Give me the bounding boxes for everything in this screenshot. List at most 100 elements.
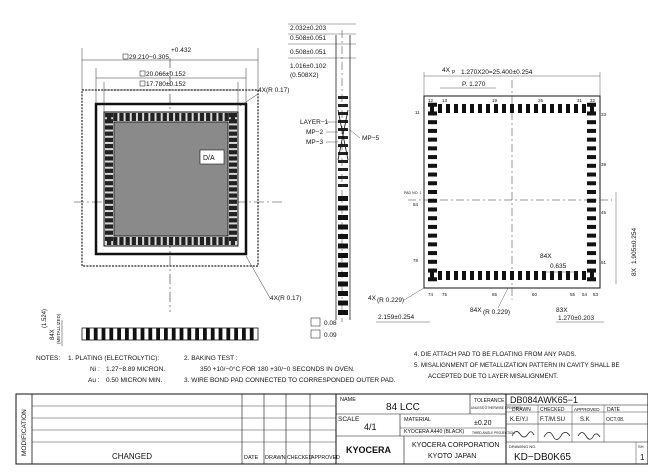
outer-pad: [566, 271, 570, 280]
side-pad: [338, 243, 348, 249]
corner-radius-bottom: 4X(R 0.17): [270, 295, 301, 302]
side-dim-2: 0.508±0.051: [290, 35, 326, 42]
outer-pad: [428, 102, 437, 107]
hdr-checked: CHECKED: [540, 407, 565, 413]
layer-band: [338, 160, 348, 163]
outer-pad: [550, 271, 554, 280]
bond-pad: [193, 113, 198, 121]
scale-label: SCALE: [338, 416, 360, 423]
hdr-drawn: DRAWN: [512, 407, 531, 413]
projection-label: THIRD ANGLE PROJECTION: [472, 431, 515, 435]
outer-pad: [502, 271, 506, 280]
notes-section: NOTES: 1. PLATING (ELECTROLYTIC): Ni : 1…: [36, 351, 620, 384]
outer-pad: [587, 111, 596, 116]
bond-pad: [229, 199, 237, 204]
bond-pad: [187, 237, 192, 245]
signature-3: [577, 432, 601, 440]
via-line: [337, 109, 349, 161]
hdr-date: DATE: [607, 407, 621, 413]
outer-pad: [428, 268, 437, 273]
layer-band: [338, 120, 348, 123]
bond-pad: [229, 187, 237, 192]
pin-54: 54: [582, 292, 588, 297]
outer-pad: [587, 128, 596, 133]
bond-pad: [229, 162, 237, 167]
pin-33: 33: [601, 112, 607, 117]
drawing-no: KD−DB0K65: [514, 452, 571, 463]
outer-pad: [428, 259, 437, 264]
outer-pad: [587, 155, 596, 160]
bond-pad: [125, 113, 130, 121]
bond-pad: [150, 237, 155, 245]
side-pad: [338, 310, 348, 315]
side-pad: [338, 205, 348, 211]
bond-pad: [105, 168, 113, 173]
corner-radius-top: 4X(R 0.17): [258, 87, 289, 94]
outer-pad: [428, 128, 437, 133]
flatness-2: 0.09: [324, 332, 337, 339]
pin-25: 25: [538, 98, 544, 103]
outer-pad: [587, 120, 596, 125]
outer-pad: [428, 120, 437, 125]
bond-pad: [105, 143, 113, 149]
pin-74: 74: [428, 292, 434, 297]
outer-pad: [566, 104, 570, 113]
outer-pad: [587, 190, 596, 194]
bond-pad: [105, 174, 113, 180]
outer-pad: [462, 104, 466, 113]
outer-pad: [542, 104, 546, 113]
outer-pad: [587, 233, 596, 238]
side-pad: [338, 281, 348, 287]
layer-1-label: LAYER−1: [300, 119, 329, 126]
edge-pad: [125, 328, 129, 340]
note-1b: 0.50 MICRON MIN.: [106, 377, 163, 384]
layer-band: [338, 152, 348, 155]
bond-pad: [105, 205, 113, 211]
bond-pad: [105, 199, 113, 204]
outer-pad: [494, 104, 498, 113]
pin-60: 60: [532, 292, 538, 297]
outer-pad: [428, 198, 437, 203]
outer-pad: [428, 190, 437, 194]
notes-heading: NOTES:: [36, 355, 60, 362]
bond-pad: [144, 237, 149, 245]
signature-2: [543, 431, 571, 440]
pitch-label: 4X: [442, 67, 451, 74]
pin-55: 55: [570, 292, 576, 297]
pin-53: 53: [593, 292, 599, 297]
note-5b: ACCEPTED DUE TO LAYER MISALIGNMENT.: [428, 373, 558, 380]
pin-39: 39: [601, 162, 607, 167]
dim-r229-b-pre: 84X: [470, 307, 482, 314]
outer-pad: [486, 104, 490, 113]
side-pad: [338, 253, 348, 258]
outer-pad: [428, 137, 437, 142]
edge-pad: [132, 328, 137, 340]
bond-pad: [113, 237, 118, 245]
side-view: 2.032±0.203 0.508±0.051 0.508±0.051 1.01…: [288, 23, 380, 339]
outer-pad: [470, 271, 474, 280]
bond-pad: [229, 119, 237, 124]
bond-pad: [224, 237, 229, 245]
edge-pad: [109, 328, 114, 340]
edge-pad: [179, 328, 184, 340]
bond-pad: [137, 113, 143, 121]
edge-pad: [249, 328, 254, 340]
bond-pad: [212, 113, 217, 121]
bond-pad: [105, 156, 113, 161]
outer-pad: [587, 224, 596, 229]
layer-band: [338, 168, 348, 171]
name-label: NAME: [340, 397, 356, 403]
bond-pad: [218, 237, 223, 245]
company-name: KYOCERA CORPORATION: [412, 442, 499, 449]
pin-13: 13: [442, 98, 448, 103]
bond-pad: [206, 237, 211, 245]
note-3: 3. WIRE BOND PAD CONNECTED TO CORRESPOND…: [184, 377, 396, 384]
title-block: MODIFICATION CHANGED DATE DRAWN CHECKED …: [15, 393, 648, 465]
pin-32: 32: [590, 98, 596, 103]
outer-pad: [542, 271, 546, 280]
pitch-sub: P: [452, 70, 456, 76]
edge-pad: [195, 328, 199, 340]
date-header: DATE: [244, 455, 259, 461]
mp-5-label: MP−5: [362, 135, 380, 142]
outer-pad: [587, 181, 596, 186]
